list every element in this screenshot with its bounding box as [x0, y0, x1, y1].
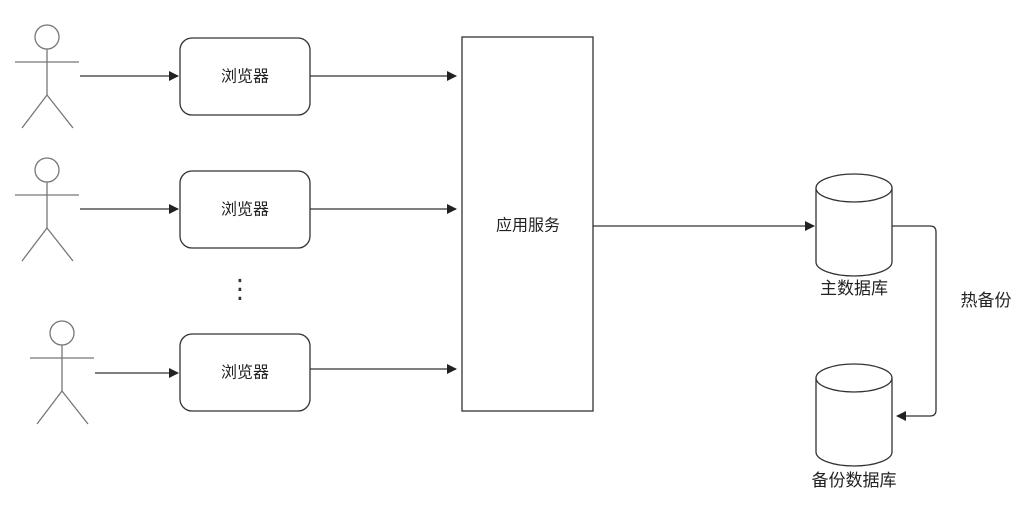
- browser-label: 浏览器: [221, 67, 269, 86]
- ellipsis: ⋮: [227, 275, 253, 305]
- browser-label: 浏览器: [221, 363, 269, 382]
- app-service-label: 应用服务: [496, 216, 560, 235]
- user-actor-icon: [30, 320, 94, 425]
- arrow-icon: [892, 225, 937, 421]
- database-icon: [815, 173, 893, 277]
- primary-db-label: 主数据库: [820, 279, 888, 299]
- backup-db-label: 备份数据库: [812, 471, 897, 491]
- browser-label: 浏览器: [221, 200, 269, 219]
- hot-backup-label: 热备份: [961, 291, 1012, 311]
- user-actor-icon: [15, 157, 79, 262]
- browser-node: 浏览器: [179, 333, 311, 412]
- user-actor-icon: [15, 24, 79, 129]
- app-service-node: 应用服务: [461, 36, 594, 412]
- database-icon: [815, 363, 893, 467]
- browser-node: 浏览器: [179, 170, 311, 249]
- browser-node: 浏览器: [179, 37, 311, 116]
